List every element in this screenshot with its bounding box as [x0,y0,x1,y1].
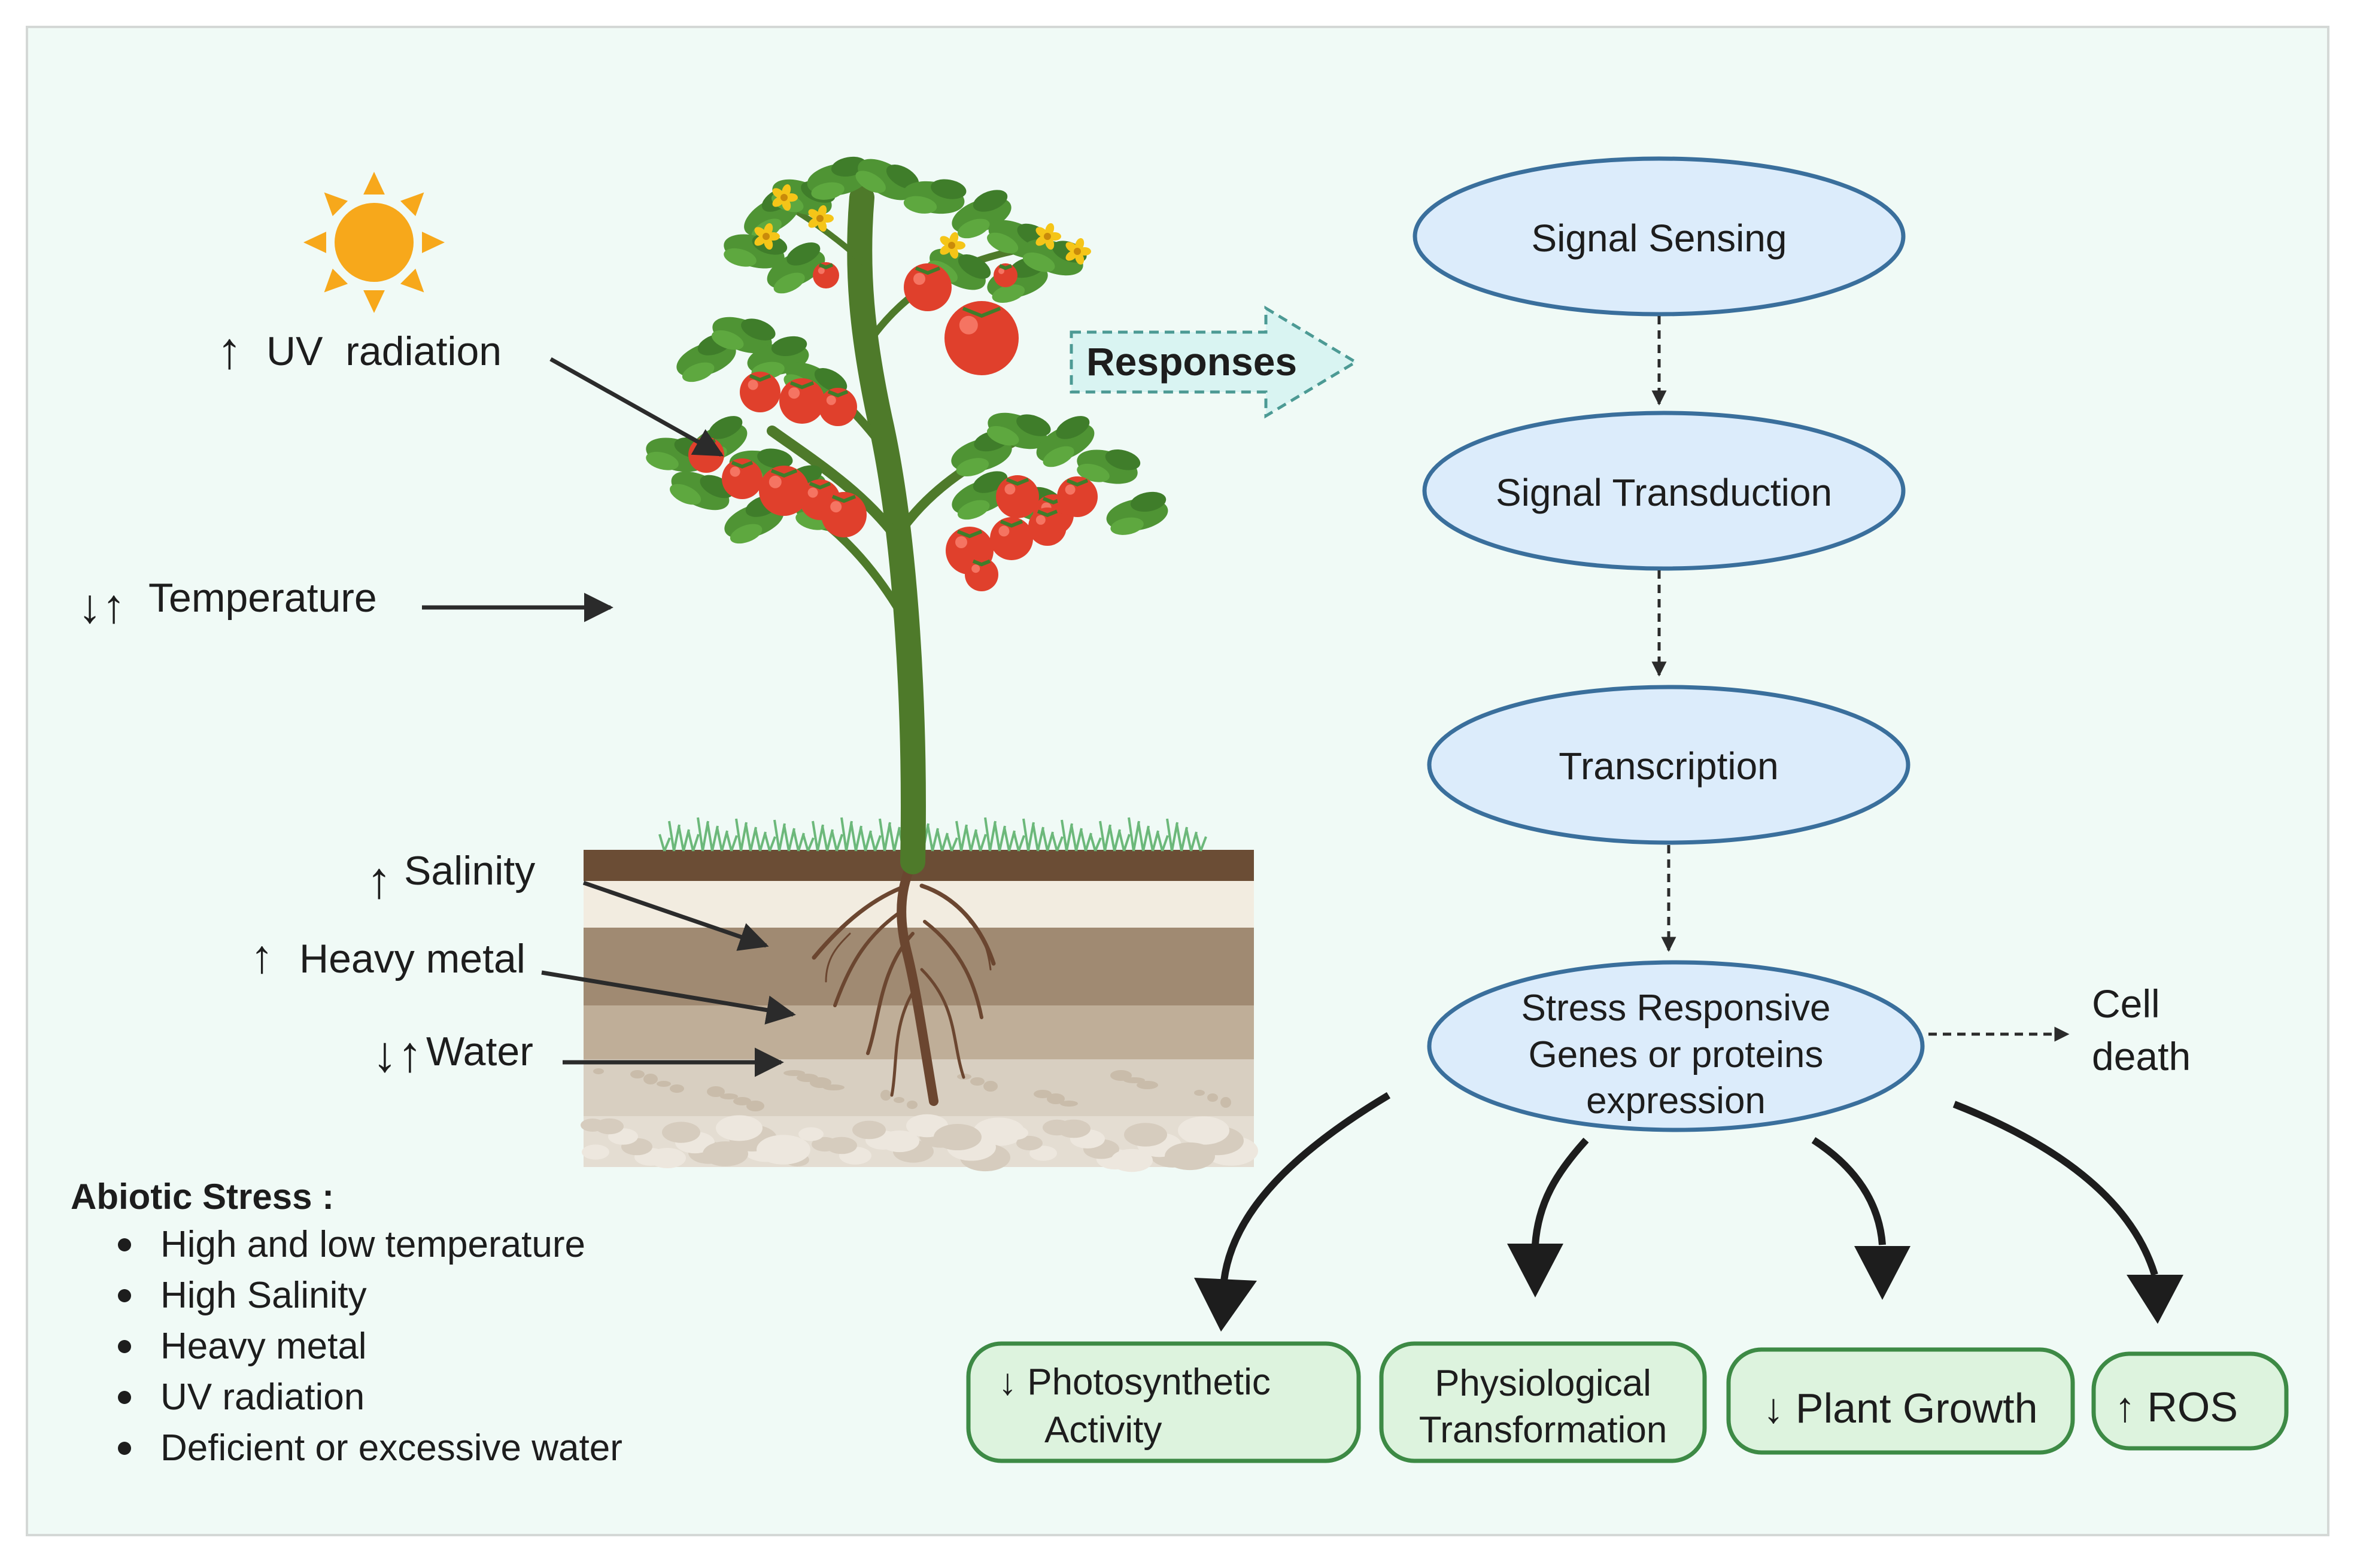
soil-block [581,817,1258,1172]
responses-arrow: Responses [1070,305,1359,419]
salinity-arrow [582,880,769,951]
physiological-line-2: Transformation [1419,1409,1667,1451]
temperature-arrows: ↓↑ [78,579,126,633]
water-label: Water [426,1029,533,1074]
stress-responsive-line-3: expression [1586,1080,1766,1122]
stress-responsive-line-1: Stress Responsive [1521,987,1831,1029]
cell-death-line-1: Cell [2092,981,2160,1026]
abiotic-bullet [118,1340,131,1353]
abiotic-item: Heavy metal [160,1326,367,1367]
uv-arrow [549,357,724,457]
salinity-up-arrow: ↑ [366,852,392,909]
heavy-metal-up-arrow: ↑ [250,930,274,983]
photosynthetic-box [966,1341,1361,1463]
transcription-label: Transcription [1559,745,1779,788]
stress-responsive-node [1427,960,1925,1132]
cell-death-line-2: death [2092,1034,2191,1078]
stress-responsive-line-2: Genes or proteins [1529,1034,1824,1075]
sun-icon [303,172,445,313]
signal-sensing-label: Signal Sensing [1532,217,1787,260]
abiotic-bullet [118,1289,131,1302]
plant-growth-label: ↓ Plant Growth [1763,1385,2037,1432]
uv-up-arrow: ↑ [217,322,242,379]
plant-roots [812,857,996,1106]
outcome-boxes: ↓ Photosynthetic Activity Physiological … [966,1341,2289,1463]
heavy-metal-arrow [541,970,796,1025]
abiotic-item: Deficient or excessive water [160,1427,622,1469]
plant-growth-box [1726,1347,2075,1455]
salinity-label: Salinity [404,848,535,894]
outcome-arrows [1220,1092,2158,1281]
abiotic-item: High and low temperature [160,1224,585,1265]
physiological-arrowhead [1507,1244,1563,1297]
plant-growth-arrowhead [1854,1246,1910,1300]
responses-label: Responses [1086,339,1297,384]
abiotic-stress-title: Abiotic Stress : [71,1177,334,1217]
ros-label: ↑ ROS [2115,1384,2238,1430]
abiotic-bullet [118,1391,131,1404]
physiological-line-1: Physiological [1435,1363,1651,1404]
abiotic-stress-list: Abiotic Stress : High and low temperatur… [71,1177,622,1469]
transcription-node [1427,685,1910,845]
signal-transduction-label: Signal Transduction [1496,471,1832,514]
photosynthetic-line-2: Activity [1044,1409,1162,1451]
photosynthetic-arrow [1220,1092,1391,1281]
uv-label: UV radiation [266,329,502,374]
abiotic-item: High Salinity [160,1275,367,1316]
plant-growth-arrow [1811,1137,1886,1245]
abiotic-bullet [118,1442,131,1455]
signal-sensing-node [1413,156,1906,317]
ros-box [2091,1351,2289,1451]
heavy-metal-label: Heavy metal [299,936,526,981]
signal-flow: Signal Sensing Signal Transduction Trans… [1413,156,2191,1132]
photosynthetic-arrowhead [1194,1278,1257,1332]
abiotic-item: UV radiation [160,1376,365,1418]
ros-arrowhead [2127,1275,2183,1324]
stressor-arrows [422,357,796,1077]
signal-transduction-node [1422,411,1906,571]
ros-arrow [1952,1101,2158,1276]
abiotic-bullet [118,1238,131,1251]
temperature-label: Temperature [148,575,377,621]
physiological-arrow [1532,1137,1589,1245]
physiological-box [1379,1341,1707,1463]
photosynthetic-line-1: ↓ Photosynthetic [998,1362,1271,1403]
water-arrows: ↓↑ [372,1026,423,1082]
